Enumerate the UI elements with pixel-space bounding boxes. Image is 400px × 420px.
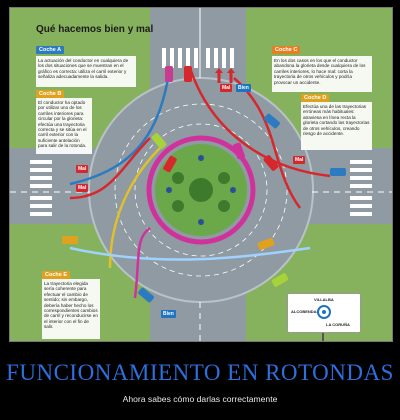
trajectory-bien <box>69 67 172 186</box>
trajectory-mal-2 <box>233 77 302 209</box>
car-c-description: En los dos casos en los que el conductor… <box>272 56 372 92</box>
tag-bien-bottom: Bien <box>161 310 176 318</box>
infographic-frame: Qué hacemos bien y mal Coche A La actuac… <box>9 7 393 342</box>
trajectory-mal-3 <box>69 137 151 200</box>
direction-sign: VILLALBA ALCOBENDAS LA CORUÑA <box>287 293 361 333</box>
car-b-label: Coche B <box>36 90 65 98</box>
cars <box>62 66 346 303</box>
sign-line-2: ALCOBENDAS <box>291 309 320 314</box>
tag-mal-left-2: Mal <box>76 184 89 192</box>
tag-mal-top: Mal <box>220 84 233 92</box>
car-e-description: La trayectoria elegida sería coherente p… <box>42 279 100 339</box>
footer-subtitle: Ahora sabes cómo darlas correctamente <box>122 394 278 404</box>
tag-mal-right: Mal <box>293 156 306 164</box>
tag-bien-top: Bien <box>236 84 251 92</box>
car-b-description: El conductor ha optado por utilizar uno … <box>36 98 92 154</box>
roundabout-sign-icon <box>317 305 331 319</box>
car-e-label: Coche E <box>42 271 71 279</box>
car-c-label: Coche C <box>272 46 301 54</box>
trajectory-yellow <box>108 147 161 269</box>
trajectory-pink <box>133 226 151 299</box>
footer-title: FUNCIONAMIENTO EN ROTONDAS <box>6 360 394 385</box>
sign-line-3: LA CORUÑA <box>326 322 350 327</box>
car-d-description: Efectúa una de las trayectorias erróneas… <box>301 102 372 150</box>
car-d-label: Coche D <box>301 94 330 102</box>
sign-line-1: VILLALBA <box>314 297 334 302</box>
trajectory-lightblue <box>69 246 311 261</box>
infographic-title: Qué hacemos bien y mal <box>36 24 154 35</box>
tag-mal-left-1: Mal <box>76 165 89 173</box>
trajectory-mal-1 <box>188 67 331 178</box>
car-a-label: Coche A <box>36 46 65 54</box>
car-a-description: La actuación del conductor en cualquiera… <box>36 56 136 87</box>
